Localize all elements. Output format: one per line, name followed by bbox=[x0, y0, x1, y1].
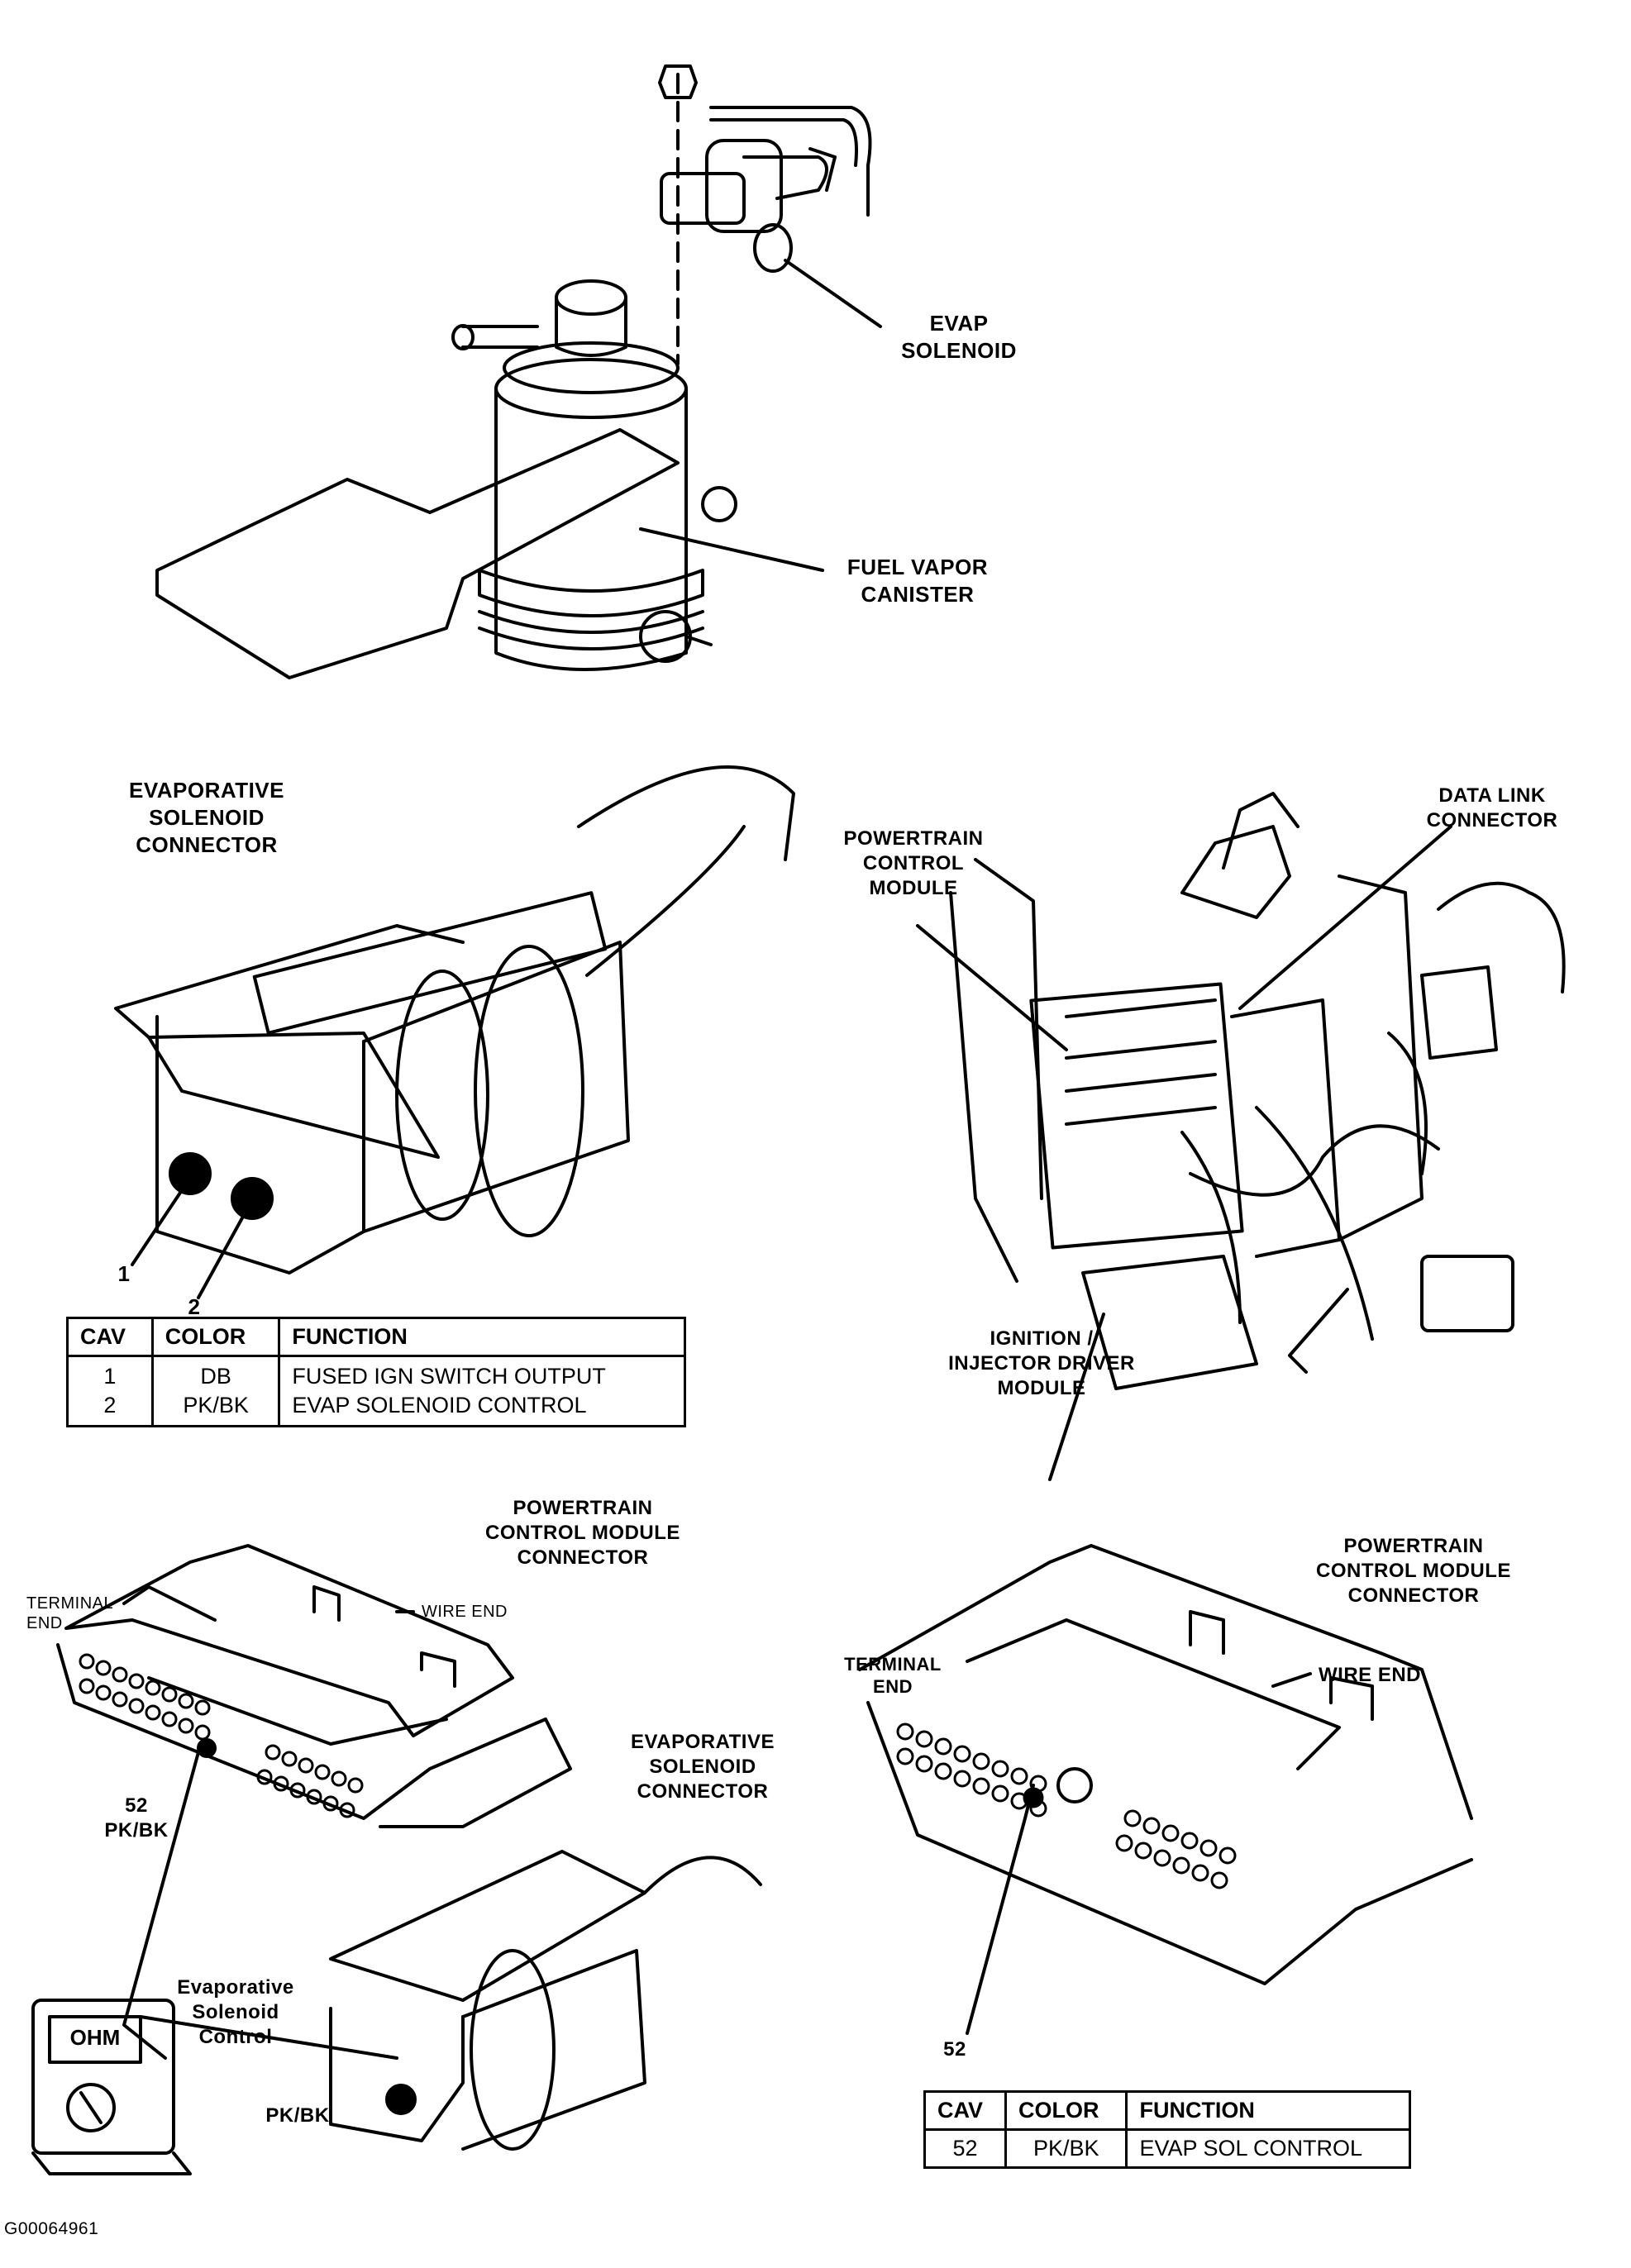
fuel-vapor-canister-label: FUEL VAPOR CANISTER bbox=[846, 555, 989, 607]
evap-connector-bottom-label: EVAPORATIVE SOLENOID CONNECTOR bbox=[631, 1731, 775, 1803]
function-cell: FUSED IGN SWITCH OUTPUT bbox=[278, 1356, 686, 1391]
color-cell: DB bbox=[150, 1356, 281, 1391]
evap-solenoid-control-label: Evaporative Solenoid Control bbox=[177, 1976, 294, 2048]
pcm-connector-right-pins bbox=[896, 1722, 1237, 1889]
cav-cell: 52 bbox=[923, 2129, 1008, 2169]
color-header: COLOR bbox=[1004, 2090, 1128, 2131]
fuel-vapor-canister-drawing bbox=[451, 279, 737, 671]
evap-connector-table: CAV COLOR FUNCTION 1 DB FUSED IGN SWITCH… bbox=[66, 1317, 686, 1427]
ohmmeter-drawing bbox=[31, 1999, 192, 2175]
cav-header: CAV bbox=[66, 1317, 154, 1357]
cav-header: CAV bbox=[923, 2090, 1008, 2131]
powertrain-control-module-label: POWERTRAIN CONTROL MODULE bbox=[843, 827, 984, 899]
color-header: COLOR bbox=[150, 1317, 281, 1357]
evap-solenoid-label: EVAP SOLENOID bbox=[901, 311, 1017, 363]
cav-cell: 1 bbox=[66, 1356, 154, 1391]
pcm-connector-left-label: POWERTRAIN CONTROL MODULE CONNECTOR bbox=[485, 1497, 680, 1569]
cav-cell: 2 bbox=[66, 1391, 154, 1427]
wire-end-left-label: WIRE END bbox=[422, 1603, 508, 1621]
pin-2-label: 2 bbox=[188, 1294, 201, 1319]
terminal-end-right-label: TERMINAL END bbox=[844, 1654, 942, 1697]
table-row: 1 DB FUSED IGN SWITCH OUTPUT bbox=[66, 1356, 686, 1391]
evap-connector-bottom-drawing bbox=[329, 1850, 762, 2151]
pcm-connector-table: CAV COLOR FUNCTION 52 PK/BK EVAP SOL CON… bbox=[923, 2090, 1411, 2169]
evap-connector-drawing bbox=[114, 428, 795, 1299]
pcm-connector-left-pins bbox=[79, 1653, 364, 1818]
function-cell: EVAP SOLENOID CONTROL bbox=[278, 1391, 686, 1427]
function-cell: EVAP SOL CONTROL bbox=[1125, 2129, 1411, 2169]
function-header: FUNCTION bbox=[278, 1317, 686, 1357]
ohm-display: OHM bbox=[69, 2025, 121, 2050]
pin-52-left-label: 52 PK/BK bbox=[104, 1794, 169, 1842]
color-cell: PK/BK bbox=[150, 1391, 281, 1427]
leader-lines bbox=[395, 259, 1452, 1688]
pcm-connector-right-drawing bbox=[858, 1544, 1473, 2035]
pcm-connector-left-drawing bbox=[56, 1544, 572, 2060]
pcm-connector-right-label: POWERTRAIN CONTROL MODULE CONNECTOR bbox=[1316, 1535, 1511, 1607]
figure-id: G00064961 bbox=[4, 2219, 99, 2238]
wire-end-right-label: WIRE END bbox=[1319, 1664, 1421, 1686]
table-row: 52 PK/BK EVAP SOL CONTROL bbox=[923, 2129, 1411, 2169]
color-cell: PK/BK bbox=[1004, 2129, 1128, 2169]
pin-52-right-label: 52 bbox=[943, 2038, 966, 2061]
table-row: 2 PK/BK EVAP SOLENOID CONTROL bbox=[66, 1391, 686, 1427]
data-link-connector-label: DATA LINK CONNECTOR bbox=[1426, 784, 1558, 831]
engine-bay-drawing bbox=[949, 792, 1566, 1390]
evap-solenoid-drawing bbox=[658, 64, 872, 365]
pin-1-label: 1 bbox=[117, 1261, 131, 1286]
ignition-injector-driver-module-label: IGNITION / INJECTOR DRIVER MODULE bbox=[948, 1327, 1135, 1399]
pk-bk-bottom-label: PK/BK bbox=[265, 2104, 330, 2127]
evap-solenoid-connector-label: EVAPORATIVE SOLENOID CONNECTOR bbox=[128, 778, 284, 857]
function-header: FUNCTION bbox=[1125, 2090, 1411, 2131]
terminal-end-left-label: TERMINAL END bbox=[26, 1594, 114, 1632]
